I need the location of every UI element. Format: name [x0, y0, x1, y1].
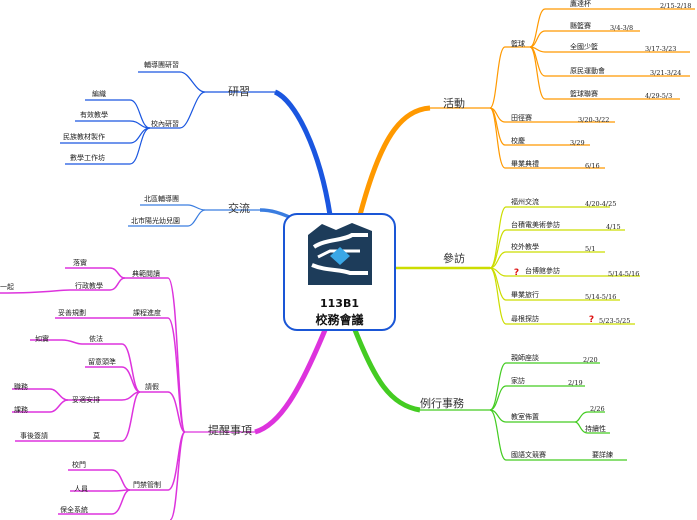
visit-3-date: 5/1: [585, 245, 596, 253]
activity-other-2-date: 3/29: [570, 139, 585, 147]
svg-text:?: ?: [589, 315, 594, 323]
basketball-2-date: 3/4-3/8: [610, 24, 634, 32]
exchange-item-2[interactable]: 北市陽光幼兒園: [131, 217, 180, 225]
svg-text:?: ?: [514, 268, 519, 276]
visit-3-name[interactable]: 校外教學: [511, 243, 539, 251]
reminder-leave[interactable]: 請假: [145, 383, 159, 391]
central-topic[interactable]: 113B1 校務會議: [283, 213, 396, 331]
visit-1-date: 4/20-4/25: [585, 200, 617, 208]
arrange-sub-2[interactable]: 課務: [14, 406, 28, 414]
gate-item-1[interactable]: 校門: [72, 461, 86, 469]
basketball-4-name[interactable]: 原民運動會: [570, 67, 605, 75]
leave-law[interactable]: 依法: [89, 335, 103, 343]
research-item-4[interactable]: 數學工作坊: [70, 154, 105, 162]
leave-law-sub[interactable]: 如實: [35, 335, 49, 343]
branch-activities[interactable]: 活動: [443, 97, 465, 110]
reading-item-2[interactable]: 行政教學: [75, 282, 103, 290]
basketball-4-date: 3/21-3/24: [650, 69, 682, 77]
leave-misc-sub[interactable]: 事後簽請: [20, 432, 48, 440]
arrange-sub-1[interactable]: 職務: [14, 383, 28, 391]
activity-basketball[interactable]: 籃球: [511, 40, 525, 48]
center-code: 113B1: [320, 297, 359, 310]
routine-trunk: [352, 329, 421, 413]
visit-6-name[interactable]: 尋根探訪: [511, 315, 539, 323]
basketball-2-name[interactable]: 縣籃賽: [570, 22, 591, 30]
branch-research[interactable]: 研習: [228, 85, 250, 98]
gate-item-3[interactable]: 保全系統: [60, 506, 88, 514]
routine-1-name[interactable]: 親師座談: [511, 354, 539, 362]
routine-3-date: 2/26: [590, 405, 605, 413]
activity-other-3-date: 6/16: [585, 162, 600, 170]
routine-1-date: 2/20: [583, 356, 598, 364]
branch-routine[interactable]: 例行事務: [420, 397, 464, 410]
question-icon: ?: [589, 315, 594, 323]
basketball-3-date: 3/17-3/23: [645, 45, 677, 53]
reading-tail[interactable]: 一起: [0, 283, 14, 291]
visit-6-date: 5/23-5/25: [599, 317, 631, 325]
activity-other-1-name[interactable]: 田徑賽: [511, 114, 532, 122]
reading-item-1[interactable]: 落實: [73, 259, 87, 267]
reminder-planning[interactable]: 妥善規劃: [58, 309, 86, 317]
leave-arrange[interactable]: 妥適安排: [72, 396, 100, 404]
research-item-1[interactable]: 編織: [92, 90, 106, 98]
basketball-1-name[interactable]: 鷹達杯: [570, 0, 591, 8]
reminder-reading[interactable]: 典範閱讀: [132, 270, 160, 278]
activity-other-1-date: 3/20-3/22: [578, 116, 610, 124]
routine-3-sub[interactable]: 持續性: [585, 425, 606, 433]
visit-4-name[interactable]: 台博館參訪: [525, 267, 560, 275]
visit-5-date: 5/14-5/16: [585, 293, 617, 301]
research-group-2[interactable]: 校內研習: [151, 120, 179, 128]
center-title: 校務會議: [315, 313, 364, 327]
research-item-3[interactable]: 民族教材製作: [63, 133, 105, 141]
basketball-3-name[interactable]: 全國少籃: [570, 43, 598, 51]
school-logo-icon: [308, 223, 372, 285]
branch-visits[interactable]: 參訪: [443, 252, 465, 265]
activity-other-2-name[interactable]: 校慶: [511, 137, 525, 145]
basketball-1-date: 2/15-2/18: [660, 2, 692, 10]
question-icon: ?: [514, 268, 519, 276]
activity-trunk: [357, 105, 431, 216]
reminder-gate[interactable]: 門禁管制: [133, 481, 161, 489]
routine-2-name[interactable]: 家訪: [511, 377, 525, 385]
basketball-5-name[interactable]: 籃球聯賽: [570, 90, 598, 98]
routine-2-date: 2/19: [568, 379, 583, 387]
research-trunk: [273, 89, 333, 216]
activity-other-3-name[interactable]: 畢業典禮: [511, 160, 539, 168]
leave-notice[interactable]: 留意頭準: [88, 358, 116, 366]
basketball-5-date: 4/29-5/3: [645, 92, 673, 100]
visit-1-name[interactable]: 福州交流: [511, 198, 539, 206]
research-item-2[interactable]: 有效教學: [80, 111, 108, 119]
reminder-trunk: [254, 329, 328, 435]
reminder-curriculum[interactable]: 課程進度: [133, 309, 161, 317]
research-group-1[interactable]: 輔導團研習: [144, 61, 179, 69]
exchange-item-1[interactable]: 北區輔導團: [144, 195, 179, 203]
routine-4-note[interactable]: 要詳練: [592, 451, 613, 459]
routine-4-name[interactable]: 國語文競賽: [511, 451, 546, 459]
branch-reminders[interactable]: 提醒事項: [208, 424, 252, 437]
gate-item-2[interactable]: 人員: [74, 485, 88, 493]
visit-4-date: 5/14-5/16: [608, 270, 640, 278]
visit-2-name[interactable]: 台積電美術參訪: [511, 221, 560, 229]
visit-2-date: 4/15: [606, 223, 621, 231]
branch-exchange[interactable]: 交流: [228, 202, 250, 215]
visit-5-name[interactable]: 畢業旅行: [511, 291, 539, 299]
leave-misc[interactable]: 莫: [93, 432, 100, 440]
routine-3-name[interactable]: 教室佈置: [511, 413, 539, 421]
